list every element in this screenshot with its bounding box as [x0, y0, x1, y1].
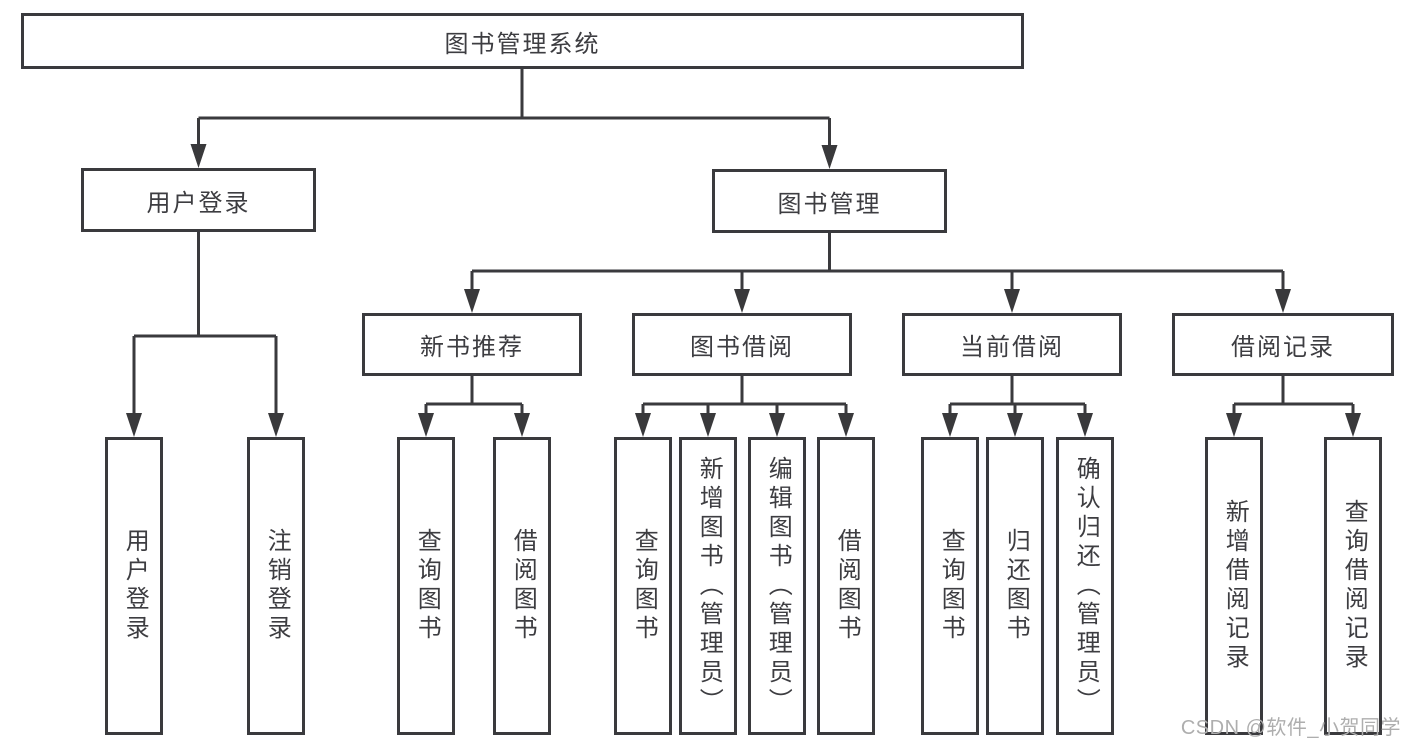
leaf-add-borrow-record: 新增借阅记录 [1205, 437, 1263, 735]
leaf-label: 借阅图书 [509, 528, 537, 644]
leaf-label: 注销登录 [263, 528, 291, 644]
leaf-label: 查询图书 [937, 528, 965, 644]
arrowheads [126, 144, 1361, 437]
connector-current-to-leaves [948, 376, 1087, 417]
connector-bookmgmt-to-level3 [470, 233, 1285, 293]
node-new-book-recommend: 新书推荐 [362, 313, 582, 376]
node-label: 借阅记录 [1231, 334, 1335, 361]
leaf-edit-book-admin: 编辑图书（管理员） [748, 437, 806, 735]
connector-records-to-leaves [1232, 376, 1355, 417]
node-label: 图书管理系统 [444, 30, 601, 58]
leaf-label: 查询图书 [413, 528, 441, 644]
leaf-label: 借阅图书 [833, 528, 861, 644]
leaf-label: 用户登录 [121, 528, 149, 644]
node-label: 新书推荐 [420, 334, 524, 361]
node-root-library-system: 图书管理系统 [21, 13, 1024, 69]
connector-borrow-to-leaves [641, 376, 848, 417]
node-borrow-records: 借阅记录 [1172, 313, 1394, 376]
leaf-add-book-admin: 新增图书（管理员） [679, 437, 737, 735]
leaf-label: 新增图书（管理员） [695, 455, 723, 717]
leaf-borrow-books-borrow: 借阅图书 [817, 437, 875, 735]
leaf-logout: 注销登录 [247, 437, 305, 735]
node-label: 图书管理 [777, 190, 882, 218]
leaf-label: 查询借阅记录 [1340, 499, 1368, 673]
connector-root-to-level2 [197, 69, 831, 149]
node-label: 当前借阅 [960, 334, 1064, 361]
node-book-borrow: 图书借阅 [632, 313, 852, 376]
leaf-confirm-return-admin: 确认归还（管理员） [1056, 437, 1114, 735]
leaf-label: 查询图书 [630, 528, 658, 644]
leaf-query-borrow-record: 查询借阅记录 [1324, 437, 1382, 735]
node-label: 图书借阅 [690, 334, 794, 361]
leaf-query-books-newrec: 查询图书 [397, 437, 455, 735]
leaf-label: 新增借阅记录 [1221, 499, 1249, 673]
node-user-login: 用户登录 [81, 168, 316, 232]
connector-newrec-to-leaves [424, 376, 524, 417]
node-book-management: 图书管理 [712, 169, 947, 233]
watermark: CSDN @软件_小贺同学 [1180, 717, 1401, 739]
leaf-label: 确认归还（管理员） [1072, 455, 1100, 717]
node-label: 用户登录 [146, 189, 251, 217]
leaf-label: 归还图书 [1002, 528, 1030, 644]
connector-login-to-leaves [132, 232, 278, 417]
leaf-return-book: 归还图书 [986, 437, 1044, 735]
leaf-user-login: 用户登录 [105, 437, 163, 735]
leaf-borrow-books-newrec: 借阅图书 [493, 437, 551, 735]
node-current-borrow: 当前借阅 [902, 313, 1122, 376]
leaf-label: 编辑图书（管理员） [764, 455, 792, 717]
leaf-query-books-borrow: 查询图书 [614, 437, 672, 735]
leaf-query-books-current: 查询图书 [921, 437, 979, 735]
